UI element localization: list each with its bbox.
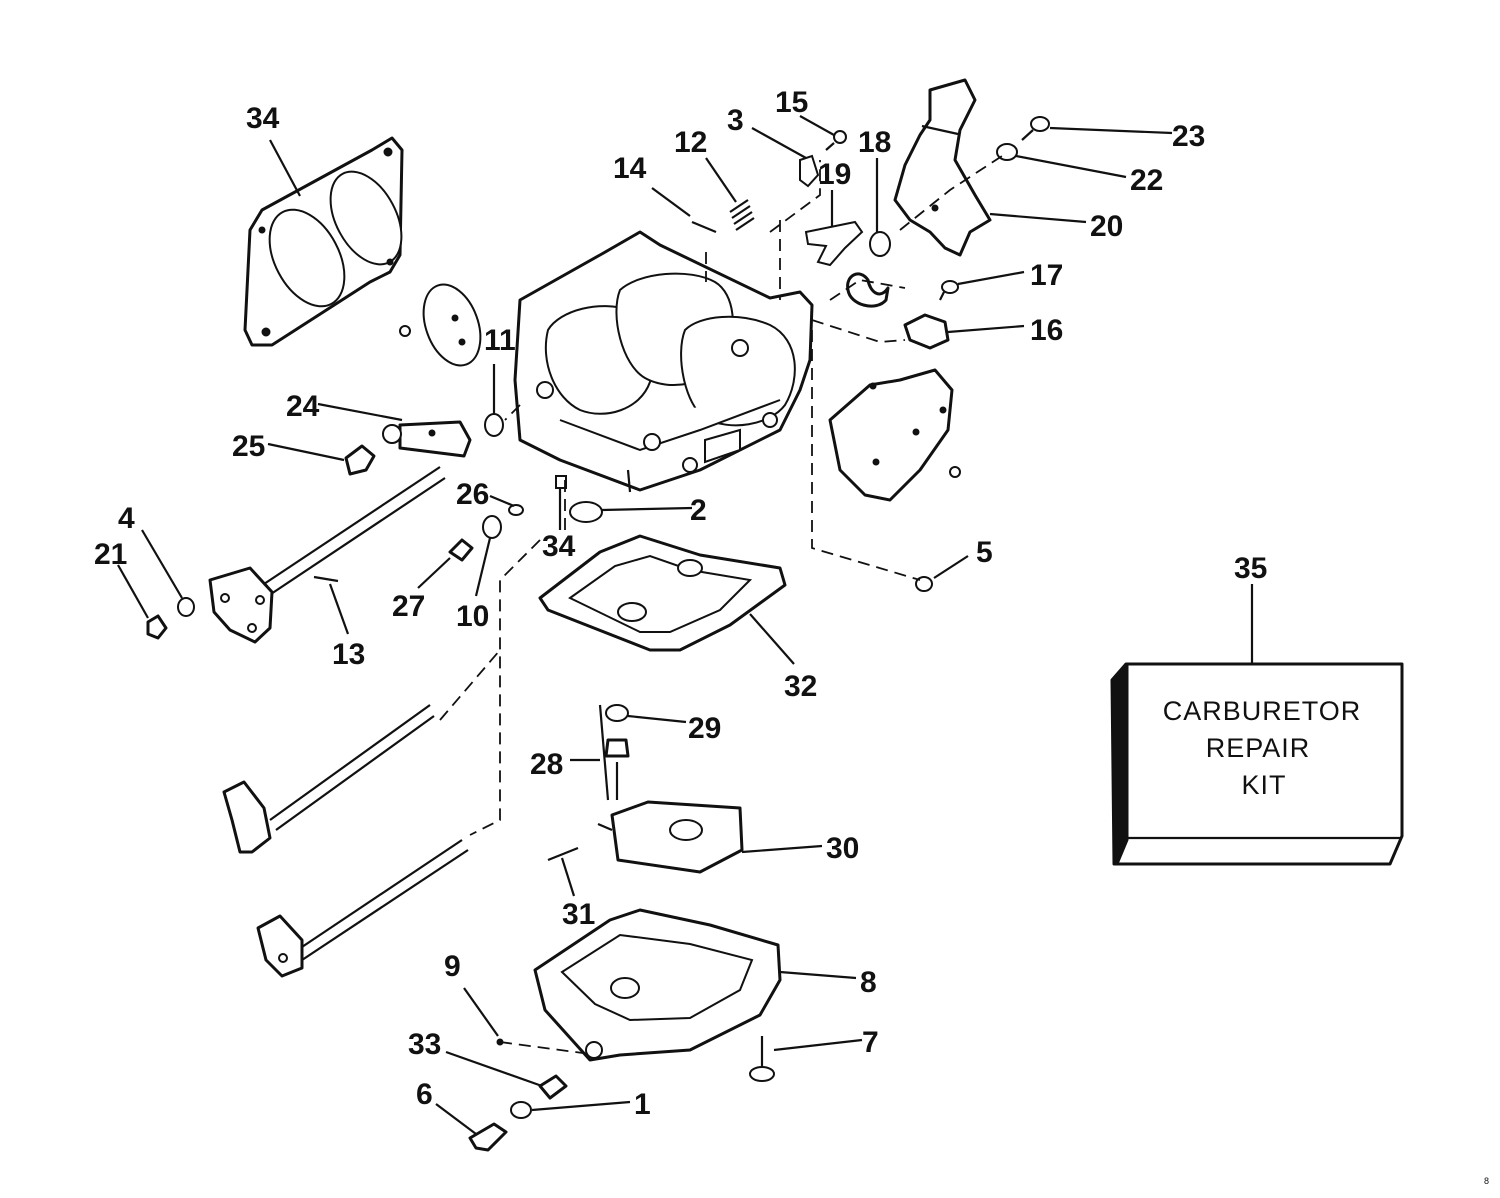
part-4-washer	[177, 597, 195, 617]
part-throttle-shaft-lower	[256, 839, 469, 978]
callout-32: 32	[784, 670, 817, 703]
callout-28: 28	[530, 748, 563, 781]
callout-34-fitting: 34	[542, 530, 576, 563]
part-8-float-bowl	[533, 908, 782, 1062]
part-30-float	[597, 800, 744, 874]
repair-kit-line-3: KIT	[1241, 770, 1286, 800]
part-34-mounting-gasket	[243, 136, 404, 347]
part-throttle-shaft-upper	[208, 466, 446, 644]
part-carburetor-body	[513, 230, 814, 493]
callout-9: 9	[444, 950, 461, 983]
callout-14: 14	[613, 152, 647, 185]
part-22-washer	[996, 143, 1018, 161]
callout-25: 25	[232, 430, 265, 463]
part-13-pin	[313, 575, 339, 583]
callout-27: 27	[392, 590, 425, 623]
part-32-gasket	[538, 534, 787, 652]
callout-13: 13	[332, 638, 365, 671]
part-23-screw	[1021, 116, 1050, 141]
part-31-float-pin	[547, 846, 579, 862]
callout-7: 7	[862, 1026, 879, 1059]
callout-20: 20	[1090, 210, 1123, 243]
callout-33: 33	[408, 1028, 441, 1061]
part-choke-plate	[399, 283, 482, 367]
callout-29: 29	[688, 712, 721, 745]
part-21-screw	[146, 614, 168, 640]
callout-26: 26	[456, 478, 489, 511]
callout-23: 23	[1172, 120, 1205, 153]
part-33-screw	[538, 1074, 568, 1100]
callout-16: 16	[1030, 314, 1063, 347]
callout-3: 3	[727, 104, 744, 137]
part-26-screw	[508, 504, 524, 516]
repair-kit-line-2: REPAIR	[1206, 733, 1311, 763]
part-29-gasket	[605, 704, 629, 722]
callout-21: 21	[94, 538, 127, 571]
repair-kit-label: CARBURETOR REPAIR KIT	[1163, 696, 1362, 800]
part-cover-plate	[828, 368, 961, 502]
callout-30: 30	[826, 832, 859, 865]
callout-11: 11	[484, 324, 516, 357]
callout-18: 18	[858, 126, 891, 159]
callout-6: 6	[416, 1078, 433, 1111]
part-16-housing	[903, 313, 950, 350]
part-17-screw	[939, 280, 959, 301]
callout-5: 5	[976, 536, 993, 569]
part-link	[846, 272, 890, 308]
part-7-bolt	[749, 1036, 775, 1082]
part-12-spring	[729, 199, 755, 231]
part-2-plug	[569, 501, 603, 523]
leader-lines	[117, 115, 1254, 1135]
part-3-clip	[799, 154, 820, 188]
part-11-washer	[484, 413, 504, 437]
part-25-bushing	[344, 444, 376, 476]
assembly-lines	[439, 155, 1003, 1055]
part-27-screw	[448, 538, 474, 562]
part-24-throttle-lever	[382, 420, 472, 458]
callout-12: 12	[674, 126, 707, 159]
part-35-repair-kit-box	[1110, 662, 1404, 866]
callout-22: 22	[1130, 164, 1163, 197]
part-28-needle-seat	[598, 704, 630, 801]
callout-10: 10	[456, 600, 489, 633]
callout-31: 31	[562, 898, 595, 931]
callout-2: 2	[690, 494, 707, 527]
callout-1: 1	[634, 1088, 651, 1121]
callout-19: 19	[818, 158, 851, 191]
page-mark: 8	[1484, 1176, 1489, 1186]
callout-24: 24	[286, 390, 320, 423]
part-19-lever	[804, 220, 864, 267]
part-6-screw	[468, 1122, 508, 1152]
callout-35: 35	[1234, 552, 1267, 585]
callout-34-gasket: 34	[246, 102, 280, 135]
callout-8: 8	[860, 966, 877, 999]
callout-labels: 34 3 15 12 14 18 19 23 22 20 17 16 11 24…	[94, 86, 1267, 1121]
callout-17: 17	[1030, 259, 1063, 292]
part-1-washer	[510, 1101, 532, 1119]
repair-kit-line-1: CARBURETOR	[1163, 696, 1362, 726]
part-throttle-shaft-middle	[222, 704, 435, 854]
part-18-washer	[869, 231, 891, 257]
callout-4: 4	[118, 502, 135, 535]
part-15-screw	[825, 130, 847, 151]
part-10-washer	[482, 515, 502, 539]
callout-15: 15	[775, 86, 808, 119]
part-20-choke-bracket	[893, 78, 992, 257]
part-5-screw	[915, 576, 933, 592]
part-14-pin	[691, 220, 717, 234]
